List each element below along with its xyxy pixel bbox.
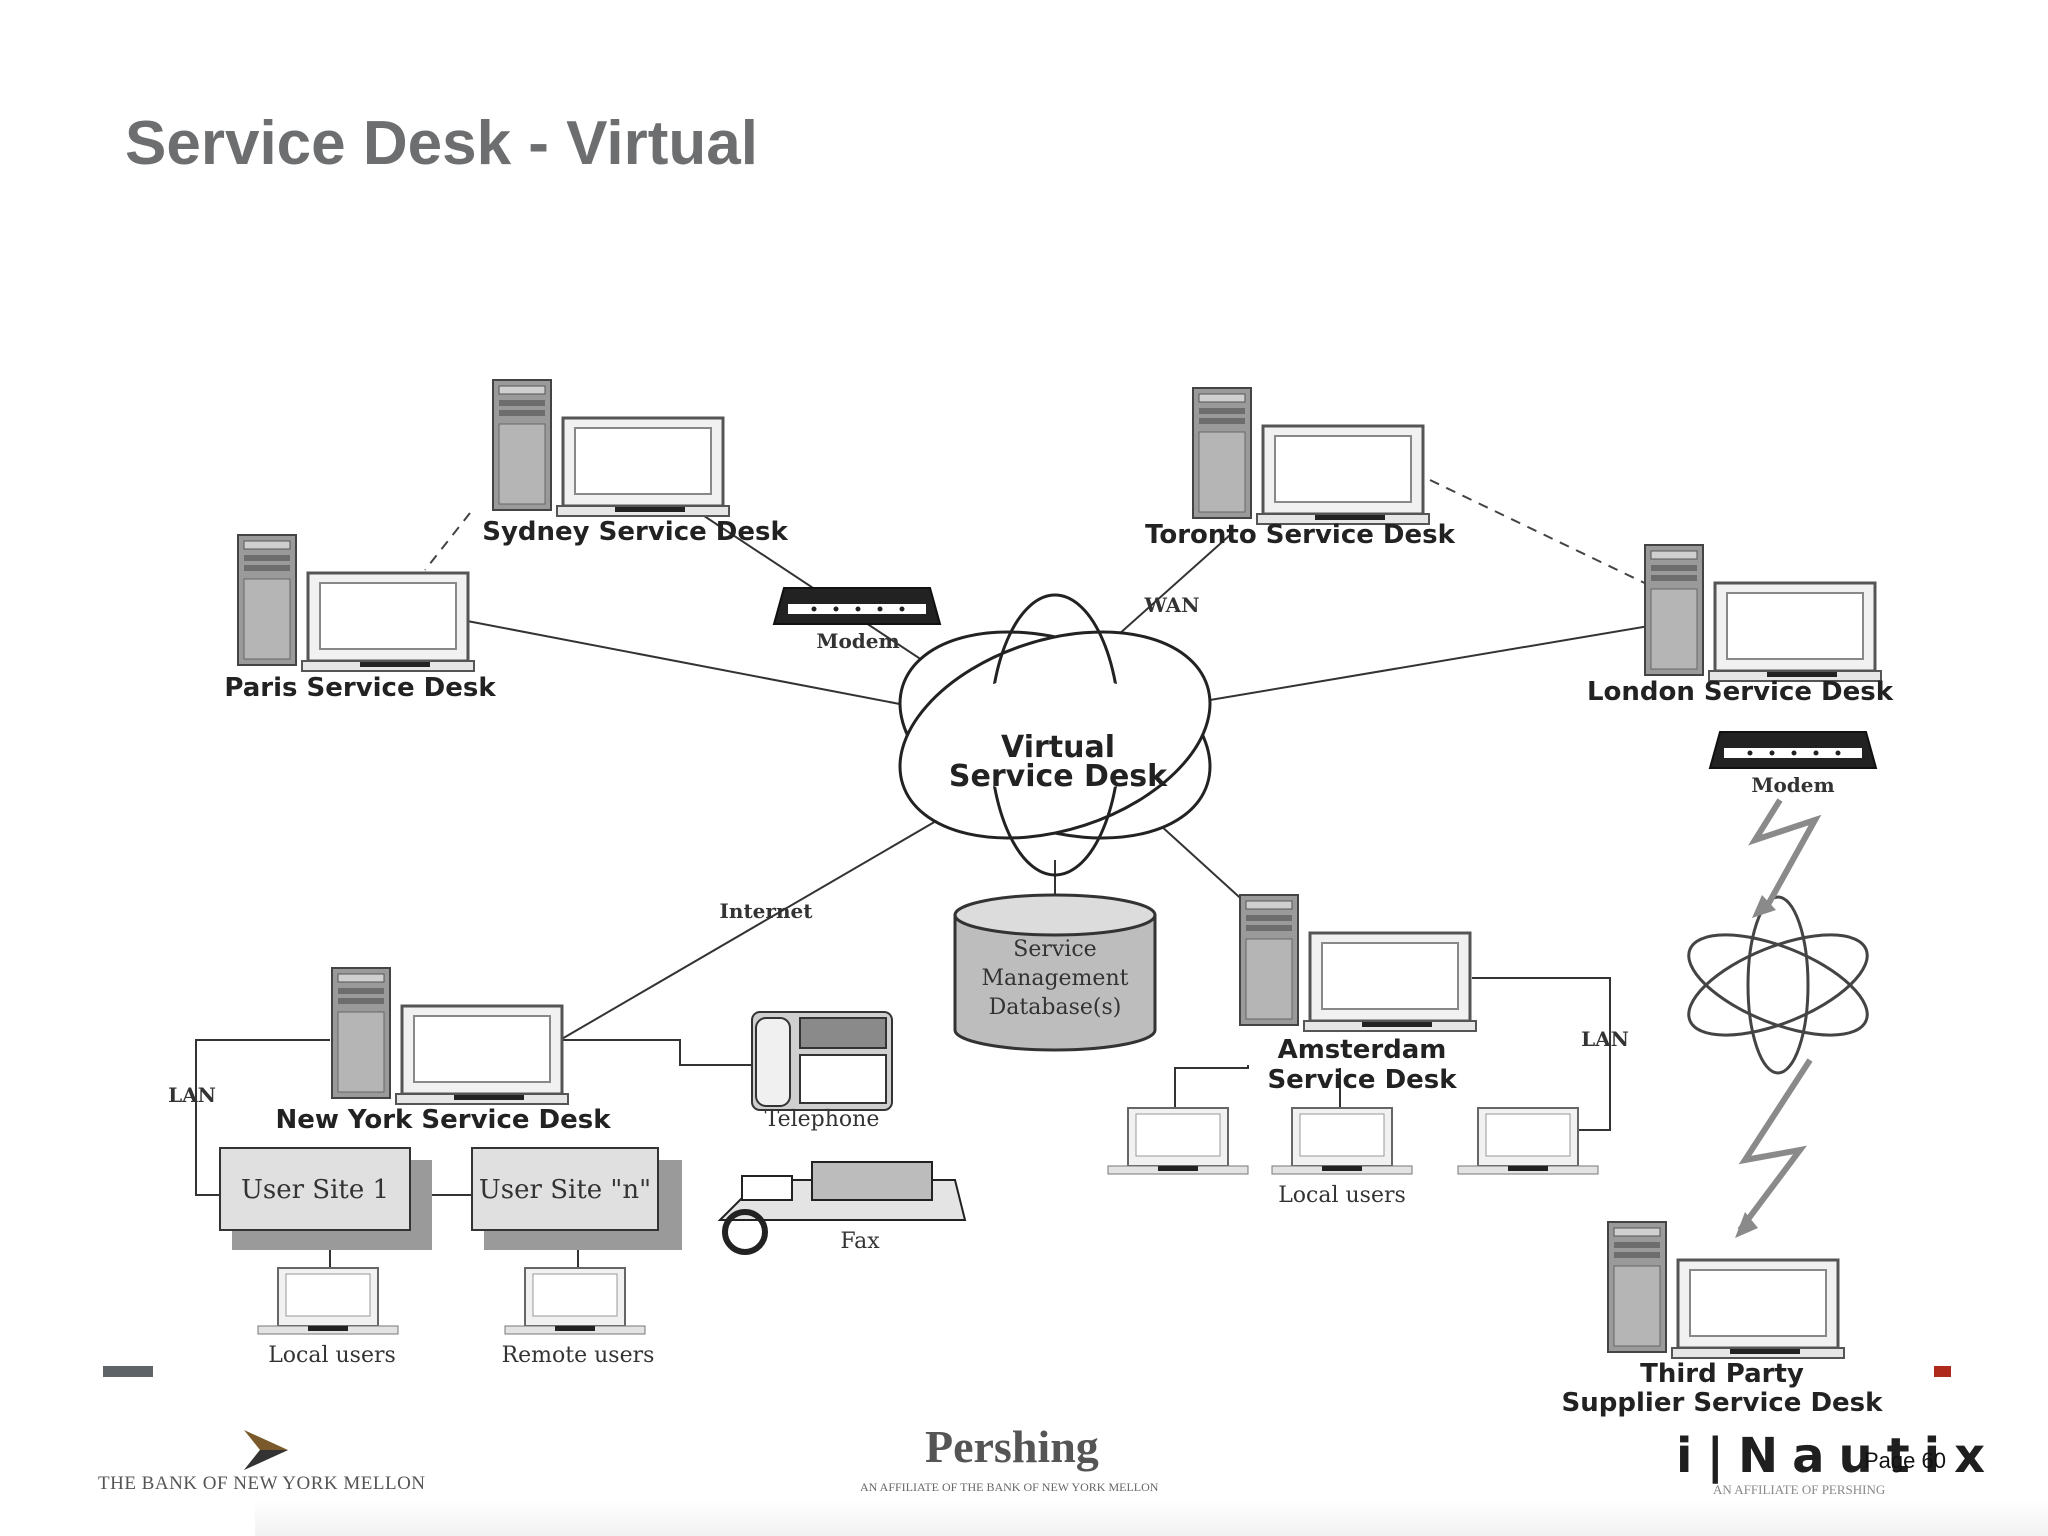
sydney-label: Sydney Service Desk (482, 517, 788, 547)
ny-remote-terminal (504, 1267, 646, 1335)
user-site-1-label: User Site 1 (241, 1175, 389, 1205)
new-york-workstation (330, 966, 570, 1106)
hub-label-line2: Service Desk (949, 759, 1168, 794)
amsterdam-terminal-2 (1271, 1107, 1413, 1175)
telephone-icon (751, 1011, 893, 1111)
pershing-subtitle: AN AFFILIATE OF THE BANK OF NEW YORK MEL… (860, 1480, 1159, 1494)
london-workstation (1643, 543, 1883, 683)
new-york-label: New York Service Desk (275, 1105, 611, 1135)
sydney-workstation (491, 378, 731, 518)
database-label-line2: Management (982, 966, 1129, 991)
slide-title: Service Desk - Virtual (125, 109, 758, 178)
internet-label: Internet (720, 899, 814, 923)
modem-icon-london (1709, 731, 1877, 769)
dashed-links (424, 479, 1656, 589)
london-label: London Service Desk (1587, 677, 1894, 707)
footer-accent-bar-right (1934, 1366, 1951, 1377)
amsterdam-terminal-1 (1107, 1107, 1249, 1175)
amsterdam-terminal-3 (1457, 1107, 1599, 1175)
modem-label-1: Modem (816, 629, 899, 653)
amsterdam-local-users-label: Local users (1278, 1183, 1406, 1208)
user-site-1-box (219, 1147, 432, 1250)
third-party-label-line2: Supplier Service Desk (1562, 1388, 1884, 1418)
ny-local-terminal (257, 1267, 399, 1335)
telephone-label: Telephone (765, 1107, 880, 1132)
third-party-workstation (1606, 1220, 1846, 1360)
amsterdam-label-line2: Service Desk (1267, 1065, 1457, 1095)
modem-label-2: Modem (1751, 773, 1834, 797)
bny-mellon-name: THE BANK OF NEW YORK MELLON (98, 1473, 426, 1494)
footer-accent-bar-left (103, 1366, 153, 1377)
fax-label: Fax (840, 1229, 880, 1254)
lan-label-ny: LAN (168, 1083, 216, 1107)
bny-mellon-logo-icon (244, 1430, 288, 1470)
footer-shadow (255, 1500, 2048, 1536)
arrow-head-2 (1735, 1212, 1758, 1238)
fax-icon (717, 1161, 967, 1255)
database-label-line1: Service (1013, 937, 1096, 962)
paris-workstation (236, 533, 476, 673)
hub-label-line1: Virtual (1001, 730, 1115, 765)
modem-icon-sydney (773, 587, 941, 625)
amsterdam-label-line1: Amsterdam (1278, 1035, 1447, 1065)
third-party-network-hub (1687, 895, 1869, 1075)
virtual-service-desk-hub (898, 593, 1212, 877)
lightning-links (1737, 798, 1822, 1232)
pershing-logo: Pershing (925, 1421, 1099, 1472)
database-label-line3: Database(s) (989, 995, 1122, 1020)
ny-remote-users-label: Remote users (502, 1343, 655, 1368)
wan-label: WAN (1144, 593, 1200, 617)
service-management-database-icon (953, 893, 1157, 1052)
page-number: Page 60 (1864, 1448, 1946, 1473)
lan-label-amsterdam: LAN (1581, 1027, 1629, 1051)
toronto-workstation (1191, 386, 1431, 526)
inautix-subtitle: AN AFFILIATE OF PERSHING (1713, 1482, 1886, 1497)
inautix-logo: i|Nautix (1676, 1428, 2000, 1484)
paris-label: Paris Service Desk (224, 673, 496, 703)
arrow-head-1 (1752, 895, 1776, 918)
amsterdam-workstation (1238, 893, 1478, 1033)
user-site-n-box (471, 1147, 682, 1250)
ny-local-users-label: Local users (268, 1343, 396, 1368)
third-party-label-line1: Third Party (1640, 1359, 1804, 1389)
user-site-n-label: User Site "n" (479, 1175, 651, 1205)
toronto-label: Toronto Service Desk (1145, 520, 1456, 550)
